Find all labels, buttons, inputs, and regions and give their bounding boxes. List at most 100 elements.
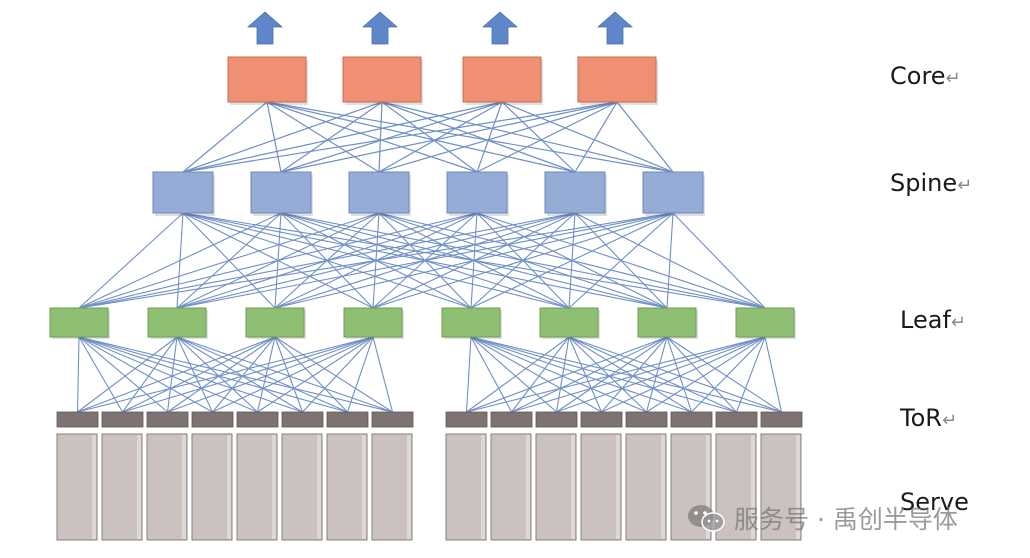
link-leaf-6-tor-4 <box>645 336 668 413</box>
link-leaf-7-tor-4 <box>646 336 766 413</box>
link-core-3-spine-5 <box>616 101 674 173</box>
server-rack-highlight <box>751 435 755 539</box>
link-leaf-5-tor-7 <box>568 336 782 413</box>
link-leaf-1-tor-4 <box>176 336 258 413</box>
link-core-2-spine-1 <box>280 101 503 173</box>
link-leaf-0-tor-4 <box>78 336 258 413</box>
link-leaf-6-tor-6 <box>666 336 737 413</box>
link-spine-5-leaf-3 <box>372 212 674 309</box>
link-core-1-spine-0 <box>182 101 383 173</box>
tor-switch-5 <box>281 411 324 428</box>
tor-switch-14 <box>715 411 758 428</box>
link-leaf-3-tor-1 <box>122 336 374 413</box>
tier-label-core-text: Core <box>890 62 946 90</box>
link-core-2-spine-3 <box>476 101 503 173</box>
server-rack-6 <box>326 433 368 541</box>
link-core-0-spine-0 <box>182 101 268 173</box>
tor-switch-11 <box>580 411 623 428</box>
tor-switch-13 <box>670 411 713 428</box>
core-switch-0 <box>227 56 307 103</box>
link-leaf-2-tor-5 <box>274 336 304 413</box>
link-leaf-7-tor-6 <box>735 336 766 413</box>
tor-switch-15 <box>760 411 803 428</box>
link-core-1-spine-2 <box>378 101 383 173</box>
link-spine-1-leaf-0 <box>78 212 282 309</box>
link-spine-5-leaf-6 <box>666 212 674 309</box>
link-leaf-7-tor-5 <box>691 336 766 413</box>
server-rack-highlight <box>92 435 96 539</box>
tier-label-leaf: Leaf↵ <box>900 306 966 337</box>
link-leaf-2-tor-7 <box>274 336 393 413</box>
link-leaf-7-tor-2 <box>556 336 766 413</box>
core-switch-2 <box>462 56 542 103</box>
link-leaf-4-tor-6 <box>470 336 737 413</box>
tier-label-serve-text: Serve <box>900 488 969 516</box>
server-rack-highlight <box>362 435 366 539</box>
leaf-switch-0 <box>49 307 109 338</box>
server-rack-8 <box>445 433 487 541</box>
link-spine-5-leaf-5 <box>568 212 674 309</box>
link-core-3-spine-4 <box>574 101 618 173</box>
spine-switch-0 <box>152 171 214 214</box>
link-spine-0-leaf-0 <box>78 212 184 309</box>
spine-switch-5 <box>642 171 704 214</box>
link-leaf-0-tor-5 <box>78 336 303 413</box>
server-rack-15 <box>760 433 802 541</box>
link-spine-3-leaf-0 <box>78 212 478 309</box>
server-rack-highlight <box>407 435 411 539</box>
link-leaf-2-tor-6 <box>274 336 348 413</box>
link-core-3-spine-1 <box>280 101 618 173</box>
link-core-3-spine-0 <box>182 101 618 173</box>
server-rack-7 <box>371 433 413 541</box>
link-spine-5-leaf-4 <box>470 212 674 309</box>
link-leaf-5-tor-4 <box>568 336 647 413</box>
link-leaf-4-tor-7 <box>470 336 782 413</box>
link-core-1-spine-1 <box>280 101 383 173</box>
link-leaf-0-tor-6 <box>78 336 348 413</box>
link-leaf-7-tor-0 <box>466 336 766 413</box>
link-leaf-6-tor-0 <box>466 336 668 413</box>
leaf-switch-6 <box>637 307 697 338</box>
link-leaf-5-tor-0 <box>466 336 570 413</box>
server-rack-highlight <box>481 435 485 539</box>
link-spine-5-leaf-1 <box>176 212 674 309</box>
watermark: 服务号 · 禹创半导体 <box>686 500 958 536</box>
link-leaf-6-tor-1 <box>511 336 668 413</box>
link-spine-5-leaf-0 <box>78 212 674 309</box>
spine-switch-2 <box>348 171 410 214</box>
leaf-switch-7 <box>735 307 795 338</box>
tor-switch-9 <box>490 411 533 428</box>
link-leaf-4-tor-3 <box>470 336 602 413</box>
tier-label-leaf-text: Leaf <box>900 306 951 334</box>
uplink-arrow-icon <box>596 11 634 45</box>
link-leaf-6-tor-7 <box>666 336 782 413</box>
server-rack-highlight <box>182 435 186 539</box>
link-leaf-4-tor-4 <box>470 336 647 413</box>
link-leaf-5-tor-6 <box>568 336 737 413</box>
link-leaf-7-tor-7 <box>764 336 783 413</box>
leaf-switch-5 <box>539 307 599 338</box>
link-leaf-3-tor-6 <box>346 336 374 413</box>
uplink-arrow-icon <box>246 11 284 45</box>
server-rack-3 <box>191 433 233 541</box>
leaf-switch-1 <box>147 307 207 338</box>
tier-label-spine-text: Spine <box>890 169 958 197</box>
link-core-1-spine-5 <box>381 101 674 173</box>
tor-switch-4 <box>236 411 279 428</box>
link-core-3-spine-2 <box>378 101 618 173</box>
server-rack-11 <box>580 433 622 541</box>
link-leaf-2-tor-4 <box>256 336 276 413</box>
watermark-text: 服务号 · 禹创半导体 <box>734 505 958 534</box>
link-leaf-0-tor-1 <box>78 336 123 413</box>
uplink-arrow-icon <box>361 11 399 45</box>
server-rack-highlight <box>796 435 800 539</box>
link-leaf-2-tor-0 <box>77 336 276 413</box>
server-rack-9 <box>490 433 532 541</box>
server-rack-highlight <box>137 435 141 539</box>
link-leaf-5-tor-5 <box>568 336 692 413</box>
server-rack-highlight <box>661 435 665 539</box>
return-mark: ↵ <box>950 312 966 333</box>
tor-switch-10 <box>535 411 578 428</box>
link-leaf-3-tor-3 <box>212 336 374 413</box>
